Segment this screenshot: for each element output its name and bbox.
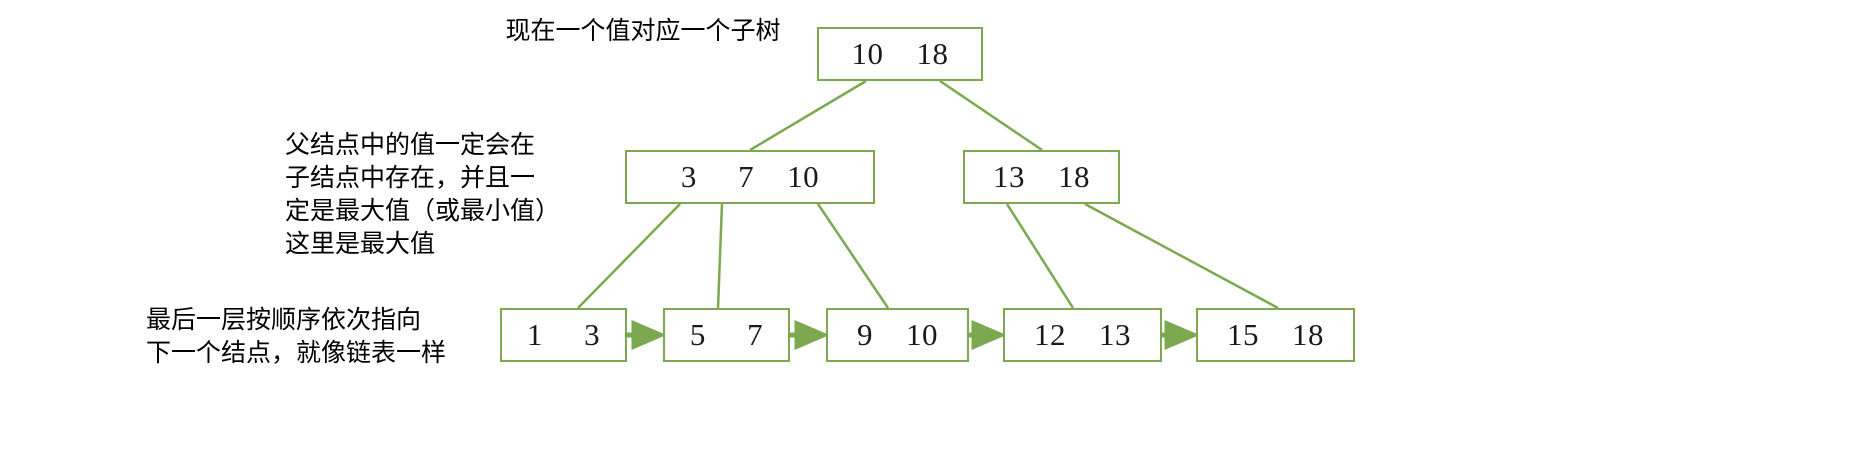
node-internal-right[interactable]: 13 18 [963,150,1120,204]
edge-root-to-internal-right [939,79,1043,152]
note-one-value-one-subtree: 现在一个值对应一个子树 [483,14,803,47]
node-leaf-4[interactable]: 12 13 [1003,308,1162,362]
note-one-value-one-subtree-line: 现在一个值对应一个子树 [505,16,781,45]
note-parent-key-rule-line: 子结点中存在，并且一 [285,163,536,192]
edge-internal-right-to-leaf-5 [1084,202,1279,310]
note-leaf-linked-list: 最后一层按顺序依次指向下一个结点，就像链表一样 [146,303,491,369]
edge-internal-right-to-leaf-4 [1005,203,1075,309]
note-leaf-linked-list-line: 下一个结点，就像链表一样 [146,338,447,367]
edge-internal-left-to-leaf-3 [816,203,890,309]
node-leaf-1[interactable]: 1 3 [500,308,627,362]
node-leaf-3[interactable]: 9 10 [826,308,969,362]
node-leaf-2[interactable]: 5 7 [663,308,790,362]
node-leaf-5[interactable]: 15 18 [1196,308,1355,362]
note-parent-key-rule-line: 这里是最大值 [285,229,436,258]
note-parent-key-rule: 父结点中的值一定会在子结点中存在，并且一定是最大值（或最小值） 这里是最大值 [285,128,615,260]
edge-root-to-internal-left [749,79,867,152]
note-parent-key-rule-line: 父结点中的值一定会在 [285,130,536,159]
note-leaf-linked-list-line: 最后一层按顺序依次指向 [146,305,422,334]
node-internal-left[interactable]: 3 7 10 [625,150,875,204]
note-parent-key-rule-line: 定是最大值（或最小值） [285,196,561,225]
edge-internal-left-to-leaf-2 [716,203,724,309]
node-root[interactable]: 10 18 [817,27,983,81]
